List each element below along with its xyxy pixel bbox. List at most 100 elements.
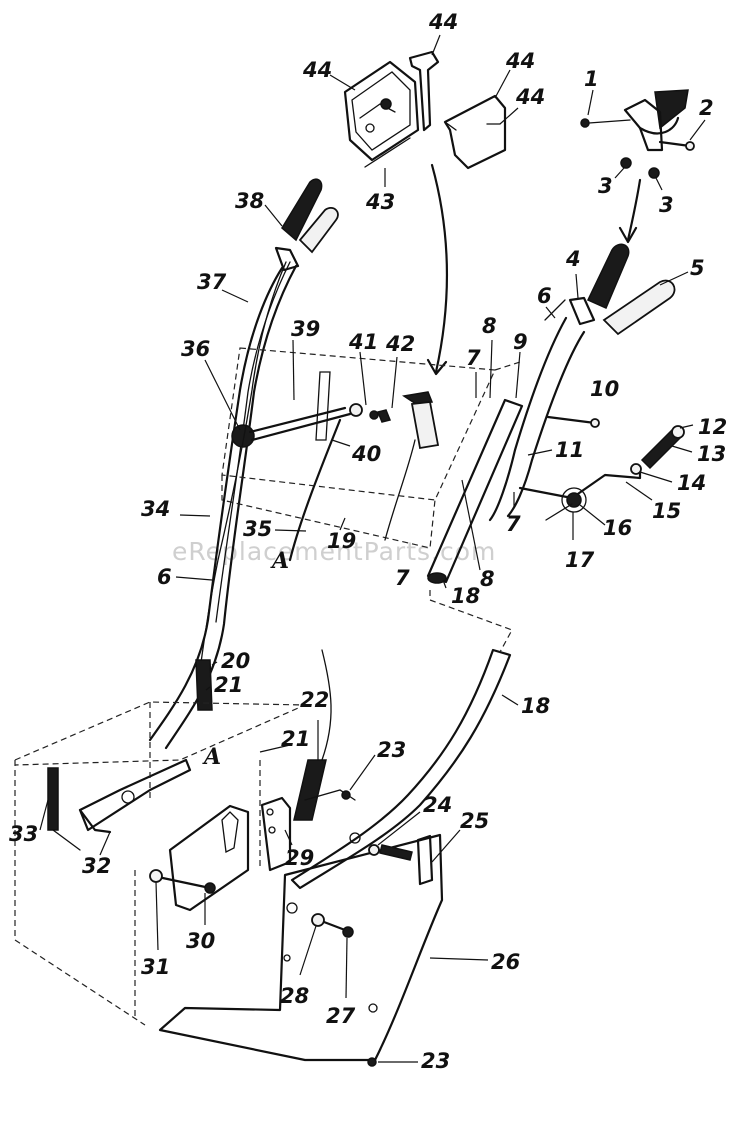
svg-text:A: A (202, 744, 221, 770)
svg-text:22: 22 (300, 688, 329, 712)
callout-11: 11 (527, 438, 584, 462)
callout-42: 42 (385, 332, 415, 409)
svg-text:3: 3 (659, 193, 674, 217)
left-bracket (47, 758, 192, 851)
callout-33: 33 (9, 799, 49, 846)
svg-text:40: 40 (351, 442, 381, 466)
callout-29: 29 (284, 829, 314, 870)
callout-19: 19 (327, 517, 356, 553)
svg-text:39: 39 (291, 317, 320, 341)
callout-5: 5 (659, 256, 705, 286)
svg-text:41: 41 (348, 330, 378, 354)
callout-10: 10 (590, 377, 619, 401)
right-handle (488, 243, 676, 522)
callout-14: 14 (639, 471, 706, 495)
svg-text:25: 25 (460, 809, 489, 833)
svg-text:12: 12 (698, 415, 727, 439)
callout-6: 6 (537, 284, 556, 319)
callout-25: 25 (431, 809, 489, 863)
center-bracket (149, 796, 292, 912)
callout-23: 23 (349, 738, 406, 791)
callout-7: 7 (466, 346, 481, 398)
spring-bolt (341, 790, 413, 861)
dashboard-panel (221, 347, 521, 549)
callout-26: 26 (429, 950, 520, 974)
callout-8: 8 (482, 314, 497, 399)
callout-44: 44 (428, 10, 458, 56)
svg-text:20: 20 (221, 649, 250, 673)
callout-17: 17 (565, 512, 595, 572)
svg-text:5: 5 (690, 256, 705, 280)
svg-text:6: 6 (157, 565, 172, 589)
svg-text:11: 11 (555, 438, 584, 462)
callout-20: 20 (211, 649, 250, 673)
callout-27: 27 (326, 937, 356, 1028)
svg-text:A: A (270, 548, 289, 574)
callout-28: 28 (280, 925, 317, 1008)
callout-31: 31 (141, 881, 170, 979)
svg-text:44: 44 (428, 10, 458, 34)
callout-21: 21 (205, 673, 243, 697)
handle-tube-upper (426, 398, 524, 584)
svg-text:4: 4 (565, 247, 581, 271)
svg-text:17: 17 (565, 548, 595, 572)
callout-43: 43 (365, 168, 395, 214)
handle-clamp-assembly (580, 89, 695, 244)
callout-2: 2 (689, 96, 714, 141)
svg-text:37: 37 (197, 270, 227, 294)
callout-38: 38 (235, 189, 283, 227)
svg-text:14: 14 (677, 471, 706, 495)
callout-22: 22 (300, 688, 329, 760)
callout-13: 13 (671, 442, 726, 466)
svg-text:35: 35 (243, 517, 272, 541)
callout-35: 35 (243, 517, 307, 541)
callout-7: 7 (506, 492, 521, 536)
svg-text:8: 8 (480, 567, 495, 591)
svg-text:26: 26 (491, 950, 520, 974)
callout-24: 24 (377, 793, 452, 846)
callout-23: 23 (378, 1049, 450, 1073)
svg-text:28: 28 (280, 984, 309, 1008)
callout-A: A (270, 548, 289, 574)
callout-3: 3 (655, 177, 674, 217)
svg-text:32: 32 (82, 854, 111, 878)
svg-text:13: 13 (697, 442, 726, 466)
svg-text:3: 3 (598, 174, 613, 198)
svg-text:7: 7 (466, 346, 481, 370)
svg-text:2: 2 (699, 96, 714, 120)
callout-32: 32 (82, 831, 111, 878)
svg-text:43: 43 (365, 190, 395, 214)
callout-41: 41 (348, 330, 378, 406)
svg-text:16: 16 (603, 516, 632, 540)
svg-text:7: 7 (395, 566, 410, 590)
handle-tube-lower (286, 648, 512, 914)
svg-text:23: 23 (377, 738, 406, 762)
base-plate (158, 789, 444, 1062)
callout-9: 9 (513, 330, 528, 399)
shift-lever (231, 403, 363, 562)
callout-8: 8 (461, 479, 495, 591)
svg-text:9: 9 (513, 330, 528, 354)
callout-1: 1 (584, 67, 599, 116)
callout-44: 44 (499, 85, 545, 125)
callout-44: 44 (494, 49, 535, 99)
svg-text:6: 6 (537, 284, 552, 308)
control-cables (195, 261, 416, 821)
svg-text:21: 21 (214, 673, 243, 697)
callout-44: 44 (302, 58, 356, 91)
callout-18: 18 (501, 694, 550, 718)
svg-text:15: 15 (652, 499, 681, 523)
svg-text:30: 30 (186, 929, 215, 953)
callout-7: 7 (395, 566, 410, 590)
callout-21: 21 (259, 727, 310, 753)
svg-text:34: 34 (141, 497, 170, 521)
svg-text:44: 44 (515, 85, 545, 109)
callout-15: 15 (625, 481, 681, 523)
svg-text:29: 29 (285, 846, 314, 870)
callout-16: 16 (579, 504, 632, 540)
svg-text:18: 18 (521, 694, 550, 718)
callout-12: 12 (679, 415, 727, 439)
svg-text:31: 31 (141, 955, 170, 979)
svg-text:23: 23 (421, 1049, 450, 1073)
